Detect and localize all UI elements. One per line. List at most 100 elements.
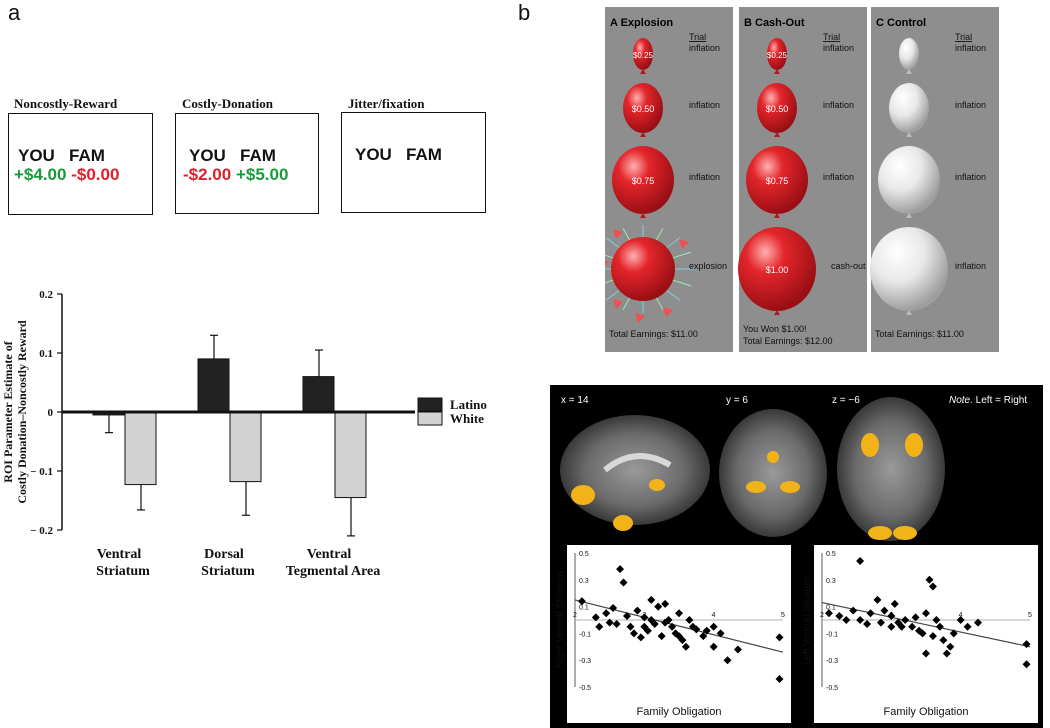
data-point [623, 611, 631, 620]
x-tick-label: 2 [820, 612, 824, 619]
explosion-shard [635, 313, 645, 323]
data-point [668, 622, 677, 631]
trial-label: inflation [955, 261, 986, 271]
x-tick-label: 4 [959, 612, 963, 619]
slice-label-y: y = 6 [726, 395, 748, 406]
trial-label: inflation [823, 172, 854, 182]
data-point [685, 616, 694, 624]
data-point [922, 649, 930, 658]
y-tick-label: 0.1 [579, 605, 589, 612]
data-point [1022, 640, 1031, 649]
data-point [612, 620, 621, 629]
data-point [723, 656, 732, 665]
earnings-text: You Won $1.00! [743, 324, 807, 334]
y-axis-label: Left Ventral Striatum [802, 575, 813, 666]
data-point [716, 629, 725, 638]
earnings-text: Total Earnings: $11.00 [875, 329, 964, 339]
data-point [935, 622, 944, 631]
y-tick-label: 0.3 [579, 578, 589, 585]
y-tick-label: -0.5 [826, 685, 838, 692]
trial-label: inflation [823, 43, 854, 53]
data-point [605, 618, 614, 627]
data-point [664, 616, 673, 624]
xlabel-bg [567, 695, 791, 723]
data-point [709, 622, 718, 631]
data-point [633, 606, 642, 615]
explosion-shard [613, 229, 623, 239]
data-point [946, 642, 955, 651]
data-point [963, 622, 972, 631]
activation-blob [649, 479, 665, 491]
data-point [956, 616, 965, 624]
data-point [577, 597, 586, 606]
data-point [974, 618, 982, 627]
trial-label: inflation [955, 172, 986, 182]
balloon-panel-title: A Explosion [610, 17, 673, 29]
data-point [650, 620, 659, 629]
fit-line [821, 601, 1031, 648]
bar-latino [197, 358, 230, 413]
earnings-text: Total Earnings: $12.00 [743, 336, 833, 346]
data-point [775, 633, 784, 642]
data-point [887, 622, 896, 631]
data-point [692, 625, 701, 634]
condition-title-costly: Costly-Donation [182, 96, 274, 111]
balloon [746, 146, 808, 214]
balloon-amount: $1.00 [766, 265, 789, 275]
data-point [890, 599, 899, 608]
bar-white [124, 411, 157, 486]
y-tick-label: -0.3 [826, 658, 838, 665]
data-point [928, 582, 937, 591]
data-point [949, 629, 958, 638]
data-point [842, 616, 851, 624]
you-amount: -$2.00 [183, 165, 232, 184]
data-point [1022, 660, 1031, 669]
balloon [738, 227, 816, 311]
fam-amount: +$5.00 [235, 165, 289, 184]
fam-label: FAM [69, 146, 105, 165]
data-point [880, 606, 889, 615]
y-axis-label: ROI Parameter Estimate ofCostly Donation… [1, 320, 29, 504]
data-point [863, 620, 872, 629]
brain-figure: x = 14 y = 6 z = −6 Note. Left = Right 0… [550, 385, 1043, 728]
balloon-panel-title: C Control [876, 17, 926, 29]
coronal-slice [719, 409, 827, 537]
bar-latino [302, 376, 335, 413]
data-point [643, 626, 652, 635]
data-point [702, 626, 711, 635]
data-point [928, 632, 937, 641]
x-tick-label: 5 [1028, 612, 1032, 619]
y-tick-label: -0.3 [579, 658, 591, 665]
data-point [856, 616, 865, 624]
trial-label: inflation [955, 100, 986, 110]
corpus-callosum [603, 453, 672, 473]
balloon-knot [774, 69, 780, 74]
data-point [678, 636, 687, 645]
trial-label: inflation [689, 172, 720, 182]
balloon [623, 83, 663, 133]
balloon [878, 146, 940, 214]
balloon-knot [774, 310, 780, 315]
balloon-amount: $0.25 [767, 51, 788, 60]
data-point [922, 609, 930, 618]
y-tick-label: 0 [48, 407, 54, 419]
trial-label: explosion [689, 261, 727, 271]
data-point [775, 674, 784, 683]
data-point [640, 613, 649, 622]
explosion-shard [679, 239, 689, 249]
balloon-knot [906, 132, 912, 137]
data-point [908, 622, 917, 631]
sagittal-slice [560, 415, 710, 525]
x-tick-label: 5 [781, 612, 785, 619]
balloon-knot [774, 213, 780, 218]
condition-box-jitter: YOU FAM [341, 112, 486, 213]
condition-title-jitter: Jitter/fixation [348, 96, 425, 111]
legend-swatch-latino [417, 397, 443, 412]
balloon-knot [640, 213, 646, 218]
data-point [681, 642, 690, 651]
data-point [866, 609, 875, 618]
activation-blob [613, 515, 633, 531]
data-point [661, 599, 670, 608]
activation-blob [905, 433, 923, 457]
